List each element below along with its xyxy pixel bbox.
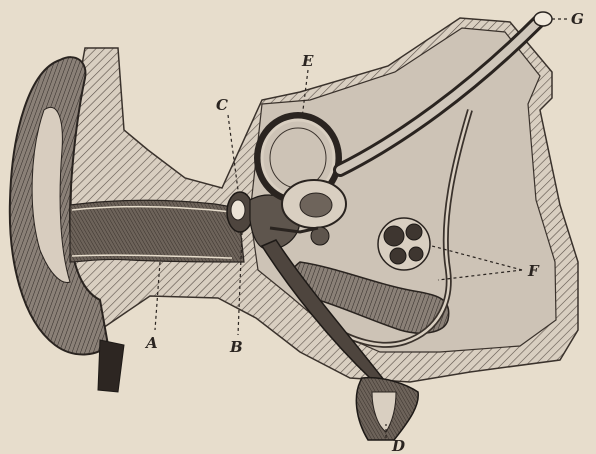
semicircular-canal-inner	[270, 128, 326, 188]
label-c: C	[216, 96, 228, 114]
label-f: F	[527, 262, 540, 280]
label-e: E	[301, 52, 314, 70]
ossicle-malleus	[231, 200, 245, 220]
label-d: D	[391, 437, 405, 454]
cochlea-coil-outer	[378, 218, 430, 270]
label-a: A	[144, 334, 158, 352]
auditory-canal	[70, 200, 244, 262]
cochlea-coil-1	[384, 226, 404, 246]
earlobe-stub	[98, 340, 124, 392]
cochlea-coil-4	[409, 247, 423, 261]
label-g: G	[571, 10, 584, 28]
cochlea-coil-2	[406, 224, 422, 240]
label-b: B	[229, 338, 243, 356]
vestibule-core	[300, 193, 332, 217]
tube-opening	[534, 12, 552, 26]
cochlea-coil-3	[390, 248, 406, 264]
